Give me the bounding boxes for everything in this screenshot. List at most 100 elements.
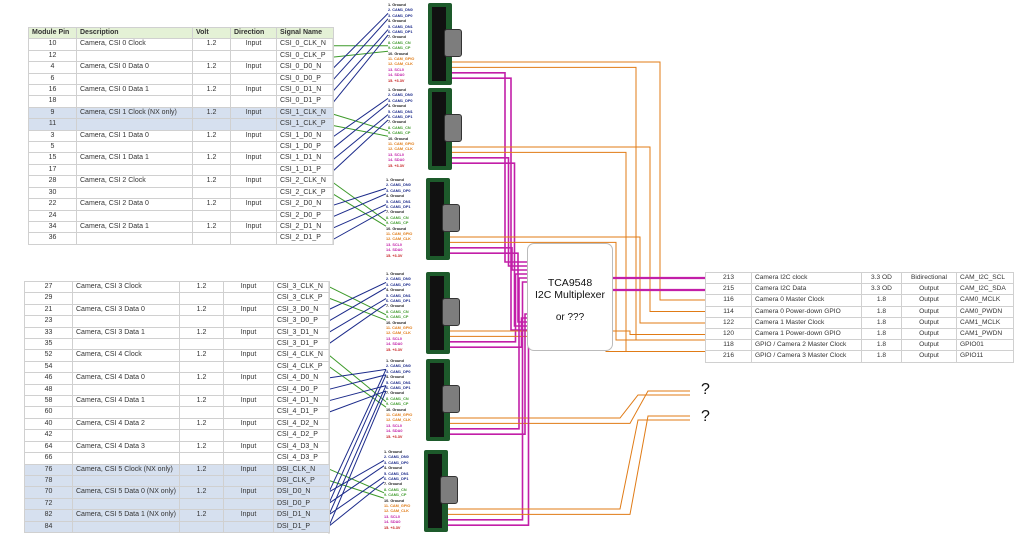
cell-volt: 1.2 [192,198,231,211]
cell-direction [230,163,277,177]
camera-pin-label: 3. CAM1_DP0 [384,460,409,465]
cell-description: Camera, CSI 1 Data 1 [76,152,193,165]
cell-signal: DSI_D0_P [273,497,330,511]
cell-direction [223,292,274,305]
cell-description [76,141,193,154]
camera-pin-label: 5. CAM1_DN1 [386,199,411,204]
cell-pin: 120 [705,328,752,341]
cell-pin: 42 [24,429,73,442]
camera-pin-label: 9. CAM1_CP [388,46,411,51]
cell-description: Camera, CSI 5 Data 1 (NX only) [72,509,180,522]
lane-wire [332,125,389,137]
cell-pin: 5 [28,141,77,154]
cell-signal: CSI_0_CLK_N [276,38,334,51]
cell-pin: 82 [24,509,73,522]
cell-direction [230,95,277,108]
table-header-row: Module Pin Description Volt Direction Si… [28,26,334,40]
gpio-wire [428,415,690,515]
camera-pin-label: 8. CAM1_CN [388,40,411,45]
camera-pin-label: 14. SDA0 [386,342,403,347]
cell-signal: DSI_D1_P [273,520,330,533]
cell-direction: Input [230,84,277,97]
lane-wire [332,34,389,104]
cell-signal: CSI_0_D0_N [276,61,334,74]
cell-direction [230,141,277,154]
cell-signal: CSI_4_D3_P [273,452,330,465]
cell-pin: 6 [28,72,77,86]
cell-direction: Input [230,198,277,211]
cell-description: Camera 1 Power-down GPIO [751,328,862,341]
camera-pin-label: 9. CAM1_CP [386,402,409,407]
cell-volt [192,49,231,63]
lane-wire [328,481,385,527]
cell-pin: 11 [28,118,77,131]
cell-direction [223,474,274,488]
ribbon-connector [428,454,442,528]
camera-pin-label: 1. Ground [386,272,404,276]
camera-pin-label: 8. CAM1_CN [384,487,407,492]
camera-pin-label: 6. CAM1_DP1 [388,30,413,35]
cell-volt [192,163,231,177]
cell-pin: 35 [24,338,73,351]
cell-direction [223,360,274,374]
camera-pin-label: 2. CAM1_DN0 [386,183,411,188]
cell-volt: 1.2 [179,509,224,522]
cell-signal: CSI_1_CLK_P [276,118,334,131]
camera-pin-label: 3. CAM1_DP0 [386,188,411,193]
cell-pin: 29 [24,292,73,305]
camera-pin-label: 11. CAM_GPIO [386,413,413,418]
top-pin-table: Module Pin Description Volt Direction Si… [28,26,334,245]
cell-description: Camera, CSI 4 Data 1 [72,395,180,408]
cell-description [76,232,193,245]
cell-signal: CSI_4_D0_N [273,372,330,385]
gpio-wire [432,61,705,301]
cell-description: Camera, CSI 5 Data 0 (NX only) [72,486,180,499]
i2c-wire [430,247,527,271]
cell-direction: Output [901,339,957,352]
ribbon-connector [432,92,446,166]
cell-signal: DSI_CLK_N [273,463,330,476]
cell-signal: CSI_3_CLK_N [273,280,330,294]
cell-volt: 1.2 [192,38,231,51]
cell-pin: 9 [28,106,77,120]
cell-volt: 1.2 [192,152,231,165]
lane-wire [328,297,387,321]
camera-pin-label: 10. Ground [386,320,407,325]
cell-description: Camera I2C clock [751,271,862,285]
cell-direction: Input [230,38,277,51]
cell-description [76,163,193,177]
cell-direction: Input [230,220,277,234]
lens-icon [440,476,458,504]
camera-pin-label: 7. Ground [384,482,402,487]
cell-volt: 1.2 [192,84,231,97]
cell-description: Camera, CSI 4 Data 3 [72,440,180,454]
lane-wire [328,390,387,413]
cell-signal: CSI_3_D1_N [273,326,330,340]
camera-pin-label: 5. CAM1_DN1 [386,380,411,385]
lane-wire [328,287,387,322]
camera-pin-label: 13. SCL0 [386,242,403,247]
cell-signal: CSI_3_D1_P [273,338,330,351]
cell-direction: Input [223,463,274,476]
cell-pin: 58 [24,395,73,408]
lane-wire [328,286,387,316]
cell-direction: Input [223,280,274,294]
cell-signal: CSI_2_CLK_N [276,175,334,188]
cell-volt: 1.2 [179,486,224,499]
cell-volt [179,338,224,351]
